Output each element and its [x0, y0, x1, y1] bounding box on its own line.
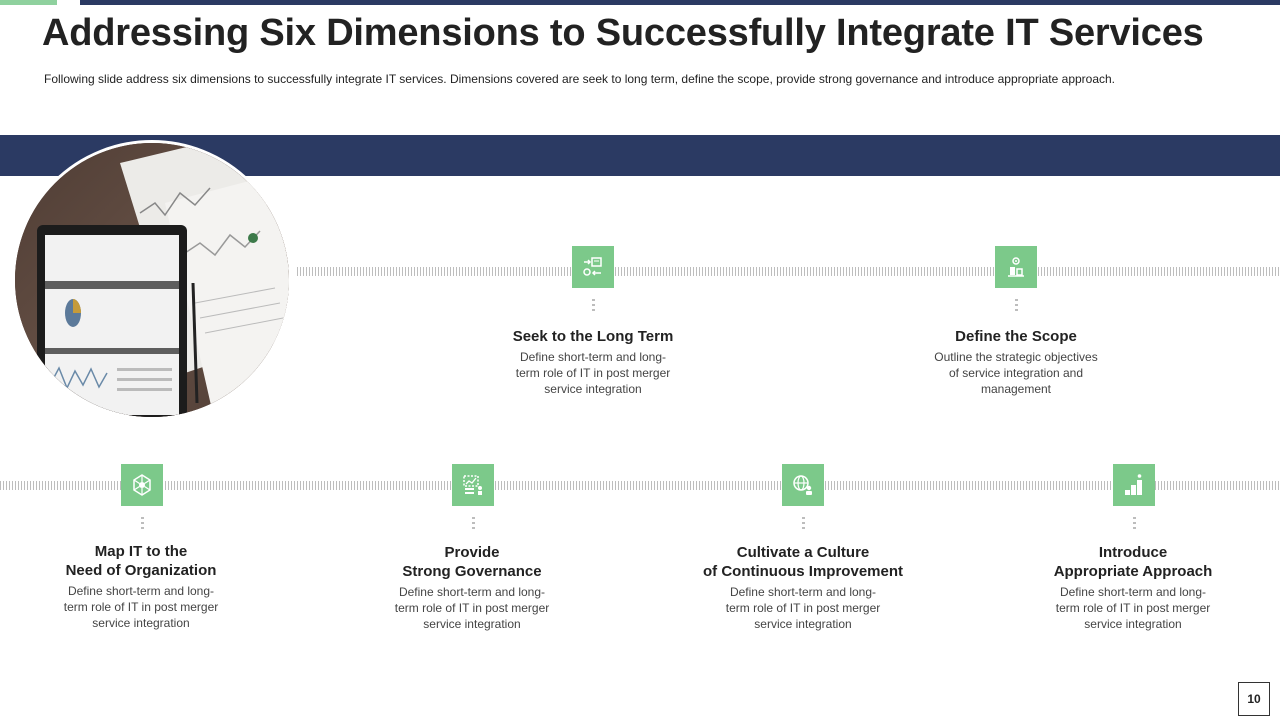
growth-steps-icon — [1125, 474, 1142, 495]
culture-icon-box — [782, 464, 824, 506]
item-title: Seek to the Long Term — [512, 328, 674, 345]
item-title: Provide Strong Governance — [402, 544, 542, 580]
item-strong-governance: Provide Strong Governance Define short-t… — [362, 543, 582, 632]
timeline-line-bottom — [0, 481, 1280, 490]
item-map-it: Map IT to the Need of Organization Defin… — [31, 542, 251, 631]
item-description: Define short-term and long- term role of… — [1055, 585, 1211, 631]
seek-long-term-icon-box — [572, 246, 614, 288]
top-accent-navy-bar — [80, 0, 1280, 5]
scope-target-icon — [1008, 257, 1024, 277]
item-description: Define short-term and long- term role of… — [63, 584, 219, 630]
page-subtitle: Following slide address six dimensions t… — [44, 72, 1116, 86]
timeline-line-top — [297, 267, 1280, 276]
connector-dots — [1133, 517, 1136, 531]
item-appropriate-approach: Introduce Appropriate Approach Define sh… — [1023, 543, 1243, 632]
item-continuous-improvement: Cultivate a Culture of Continuous Improv… — [693, 543, 913, 632]
item-title: Introduce Appropriate Approach — [1053, 544, 1213, 580]
tablet-dashboard-photo — [12, 140, 292, 420]
item-title: Map IT to the Need of Organization — [65, 543, 217, 579]
governance-chart-icon — [463, 475, 482, 495]
photo-illustration — [15, 143, 289, 417]
item-title: Cultivate a Culture of Continuous Improv… — [703, 544, 903, 580]
item-title: Define the Scope — [955, 328, 1077, 345]
calendar-arrows-icon — [583, 257, 602, 276]
page-title: Addressing Six Dimensions to Successfull… — [42, 12, 1204, 54]
connector-dots — [1015, 299, 1018, 313]
connector-dots — [802, 517, 805, 531]
item-define-scope: Define the Scope Outline the strategic o… — [906, 327, 1126, 397]
item-seek-long-term: Seek to the Long Term Define short-term … — [483, 327, 703, 397]
map-it-icon-box — [121, 464, 163, 506]
connector-dots — [141, 517, 144, 531]
item-description: Define short-term and long- term role of… — [515, 350, 671, 396]
governance-icon-box — [452, 464, 494, 506]
network-hub-icon — [133, 474, 151, 496]
connector-dots — [592, 299, 595, 313]
globe-people-icon — [793, 475, 812, 495]
item-description: Define short-term and long- term role of… — [394, 585, 550, 631]
item-description: Define short-term and long- term role of… — [725, 585, 881, 631]
connector-dots — [472, 517, 475, 531]
item-description: Outline the strategic objectives of serv… — [934, 350, 1098, 396]
define-scope-icon-box — [995, 246, 1037, 288]
approach-icon-box — [1113, 464, 1155, 506]
page-number: 10 — [1238, 682, 1270, 716]
top-accent-green-bar — [0, 0, 57, 5]
